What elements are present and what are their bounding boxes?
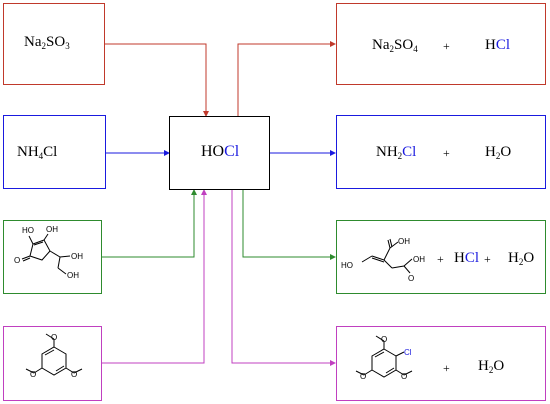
ammonium-label: NH4Cl	[17, 144, 57, 161]
water-row4-o: O	[493, 358, 505, 374]
arrow-hocl-to-chloro-tmb	[231, 190, 336, 366]
hcl-row3-cl: Cl	[464, 250, 480, 266]
plus-row4: +	[443, 361, 450, 375]
chloro-tmb-o-1: O	[381, 335, 387, 344]
chloro-tmb-o-2: O	[360, 372, 366, 381]
ammonium-sub-4: 4	[38, 151, 44, 161]
sulfate-so: SO	[394, 37, 414, 53]
sulfate-sub-2: 2	[389, 44, 395, 54]
sulfate-formula: Na2SO4	[372, 37, 418, 54]
ascorbic-acid-structure: HO OH OH OH O	[14, 225, 83, 280]
arrow-tmb-to-hocl	[102, 189, 207, 364]
sulfite-label: Na2SO3	[24, 34, 70, 51]
water-row4-h: H	[478, 358, 489, 374]
chloramine-nh: NH	[376, 144, 398, 160]
ascorbic-o-carbonyl: O	[14, 256, 20, 265]
hcl-row3-h: H	[454, 250, 465, 266]
chloro-tmb-o-3: O	[401, 372, 407, 381]
sulfate-na: Na	[372, 37, 390, 53]
hocl-ho: HO	[201, 143, 225, 160]
ammonium-cl: Cl	[43, 144, 58, 160]
sulfite-box	[3, 3, 105, 85]
plus-row3-a: +	[437, 252, 444, 266]
water-row4-sub-2: 2	[488, 365, 494, 375]
aconitic-acid-structure: HO OH OH O	[341, 237, 425, 283]
trimethoxybenzene-structure: O O O	[25, 333, 83, 379]
aconitic-ho: HO	[341, 261, 353, 270]
ascorbic-oh-3: OH	[67, 271, 79, 280]
arrow-sulfite-to-hocl	[105, 43, 209, 117]
aconitic-o: O	[408, 274, 414, 283]
water-row4: H2O	[478, 358, 504, 375]
hcl-row1-cl: Cl	[495, 37, 511, 53]
ammonium-nh: NH	[17, 144, 39, 160]
ascorbic-oh-1: OH	[46, 225, 58, 234]
sulfate-box	[336, 3, 546, 85]
ascorbic-oh-2: OH	[71, 252, 83, 261]
tmb-o-2: O	[30, 370, 36, 379]
aconitic-box	[336, 220, 546, 294]
water-row2-sub-2: 2	[495, 151, 501, 161]
sulfite-sub-2: 2	[41, 41, 47, 51]
hcl-row3: HCl	[454, 250, 479, 267]
tmb-o-1: O	[51, 333, 57, 342]
plus-row1: +	[443, 39, 450, 53]
chloramine-sub-2: 2	[397, 151, 403, 161]
hocl-box	[169, 116, 270, 190]
ascorbic-ho: HO	[22, 226, 34, 235]
plus-row2: +	[443, 146, 450, 160]
chloramine-box	[336, 115, 546, 189]
sulfate-sub-4: 4	[413, 44, 418, 54]
chloramine-formula: NH2Cl	[376, 144, 416, 161]
tmb-box	[3, 326, 102, 401]
arrow-ascorbic-to-hocl	[102, 189, 197, 258]
water-row3-o: O	[523, 250, 535, 266]
ascorbic-box	[3, 220, 102, 294]
chloro-tmb-cl: Cl	[404, 348, 412, 357]
water-row2-h: H	[485, 144, 496, 160]
water-row3-h: H	[508, 250, 519, 266]
water-row2-o: O	[500, 144, 512, 160]
aconitic-oh-top: OH	[398, 237, 410, 246]
water-row2: H2O	[485, 144, 511, 161]
arrow-hocl-to-sodium-sulfate	[237, 41, 336, 116]
water-row3: H2O	[508, 250, 534, 267]
sulfite-so: SO	[46, 34, 66, 50]
water-row3-sub-2: 2	[518, 257, 524, 267]
chloro-tmb-box	[336, 326, 546, 401]
chloro-trimethoxybenzene-structure: O Cl O O	[355, 335, 413, 381]
plus-row3-b: +	[484, 252, 491, 266]
tmb-o-3: O	[71, 370, 77, 379]
ammonium-box	[3, 115, 106, 189]
sulfite-na: Na	[24, 34, 42, 50]
sulfite-sub-3: 3	[65, 41, 70, 51]
hocl-label: HOCl	[201, 143, 239, 161]
hcl-row1: HCl	[485, 37, 510, 54]
arrow-hocl-to-aconitic	[242, 190, 336, 260]
aconitic-oh-right: OH	[413, 255, 425, 264]
chloramine-cl: Cl	[402, 144, 417, 160]
hcl-row1-h: H	[485, 37, 496, 53]
hocl-cl: Cl	[224, 143, 240, 160]
